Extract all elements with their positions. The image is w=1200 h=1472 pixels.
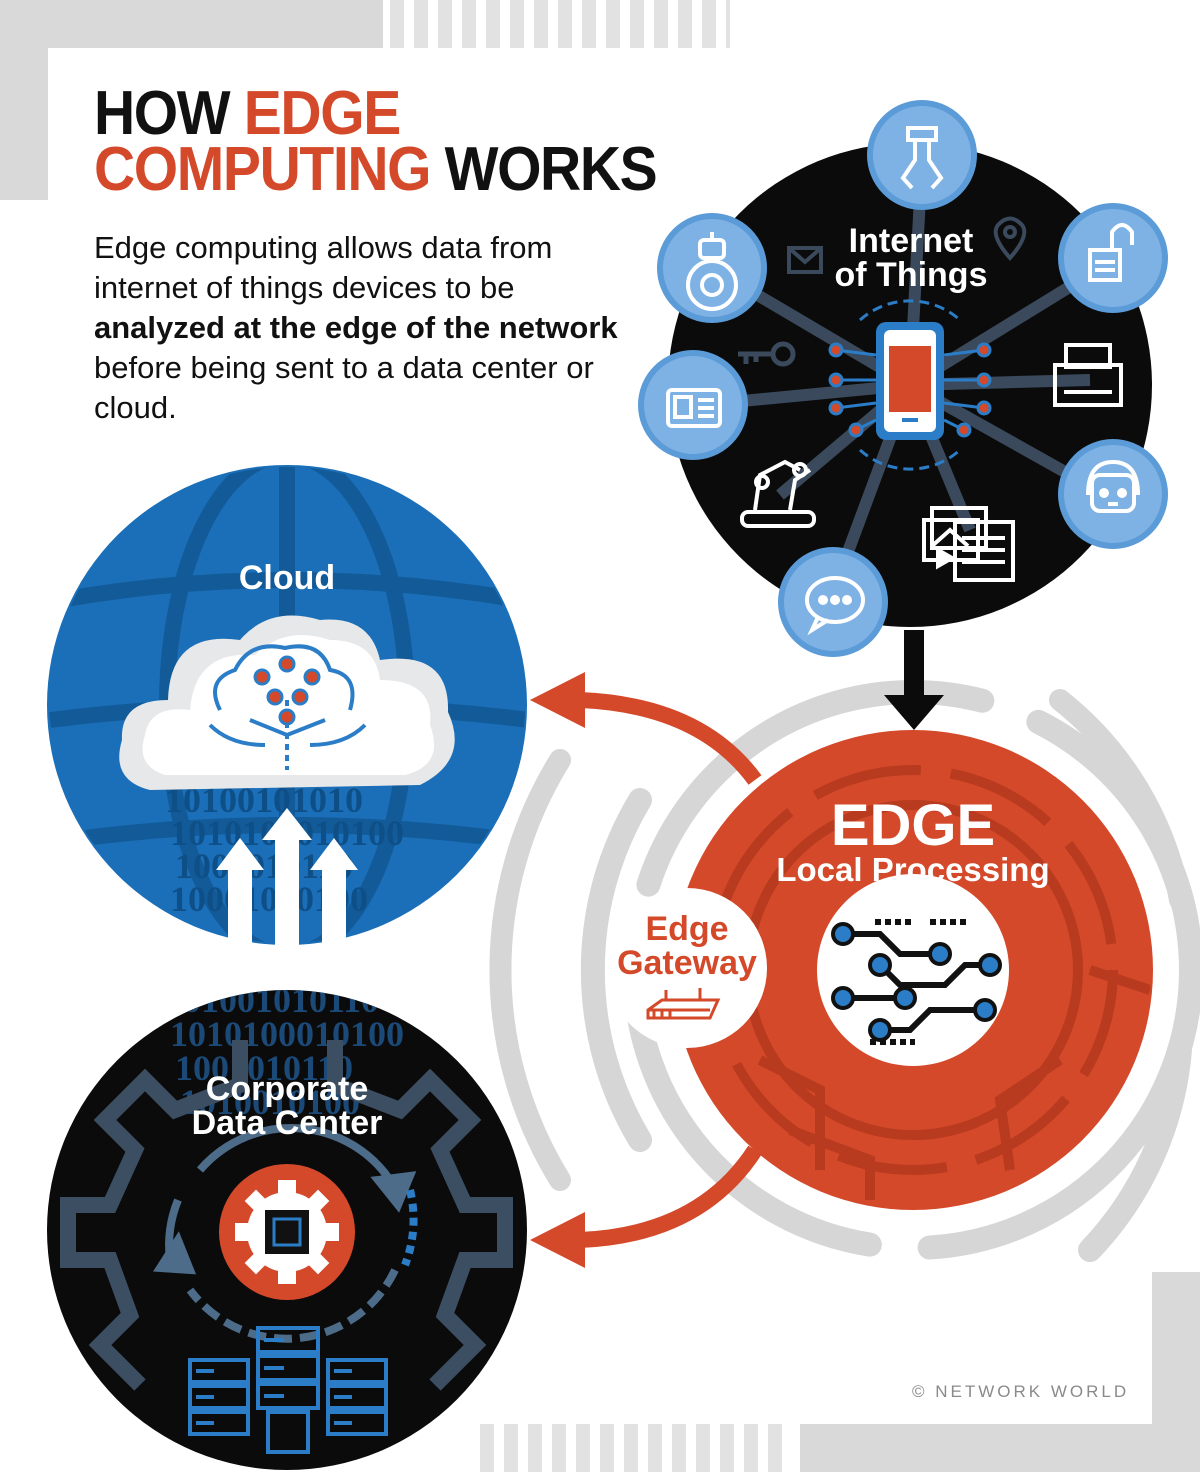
intro-paragraph: Edge computing allows data from internet… bbox=[94, 228, 654, 428]
copyright-notice: © NETWORK WORLD bbox=[912, 1382, 1130, 1401]
intro-text: Edge computing allows data from internet… bbox=[94, 230, 553, 305]
intro-text: before being sent to a data center or cl… bbox=[94, 350, 594, 425]
gear-chip-icon bbox=[219, 1164, 355, 1300]
edge-to-cloud-arrow bbox=[530, 672, 762, 785]
gateway-node bbox=[607, 888, 767, 1048]
edge-to-datacenter-arrow bbox=[530, 1145, 762, 1268]
location-pin-icon bbox=[993, 216, 1027, 262]
satellite-padlock bbox=[1058, 203, 1168, 313]
bg-block-top-left bbox=[0, 0, 48, 200]
title-accent: COMPUTING bbox=[94, 135, 432, 204]
title-accent: EDGE bbox=[243, 79, 402, 148]
bg-block-bottom-right bbox=[1152, 1272, 1200, 1472]
iot-node bbox=[638, 100, 1168, 657]
phone-pins bbox=[828, 342, 992, 438]
control-panel-icon bbox=[666, 388, 722, 428]
cloud-node: 10100101010 1010101010100 1001010110 100… bbox=[47, 465, 527, 945]
padlock-icon bbox=[1088, 223, 1134, 282]
mail-icon bbox=[787, 246, 823, 274]
title-plain: HOW bbox=[94, 79, 244, 148]
bg-stripes-top bbox=[390, 0, 730, 48]
satellite-robot bbox=[657, 213, 767, 323]
iot-label: Internet of Things bbox=[820, 224, 1002, 292]
datacenter-label-line: Data Center bbox=[191, 1104, 383, 1142]
gateway-label: Edge Gateway bbox=[612, 912, 762, 980]
smartphone-icon bbox=[876, 322, 944, 440]
cloud-label: Cloud bbox=[238, 559, 336, 597]
robot-arm-icon bbox=[900, 126, 944, 190]
robot-icon bbox=[686, 232, 738, 311]
chatbot-icon bbox=[1086, 459, 1140, 513]
bg-stripes-bottom bbox=[480, 1424, 790, 1472]
key-icon bbox=[738, 341, 796, 367]
assembly-robot-icon bbox=[740, 459, 816, 528]
datacenter-label: Corporate Data Center bbox=[172, 1072, 402, 1140]
edge-subtitle: Local Processing bbox=[776, 851, 1050, 888]
binary-line: 1010100010100 bbox=[170, 1014, 404, 1054]
chat-bubble-icon bbox=[805, 576, 865, 636]
bg-block-bottom bbox=[800, 1424, 1152, 1472]
iot-to-edge-arrow bbox=[884, 630, 944, 730]
router-icon bbox=[646, 988, 721, 1020]
iot-label-line: of Things bbox=[834, 256, 988, 294]
iot-label-line: Internet bbox=[848, 222, 974, 260]
binary-line: 1001010110 bbox=[175, 1048, 353, 1088]
page-title: HOW EDGE COMPUTING WORKS bbox=[94, 83, 658, 201]
bg-block-top bbox=[48, 0, 383, 48]
gateway-label-line: Gateway bbox=[617, 944, 757, 982]
title-plain: WORKS bbox=[430, 135, 658, 204]
circuit-network-icon bbox=[843, 919, 990, 1045]
upload-arrows-icon bbox=[216, 808, 358, 945]
satellite-chatbot bbox=[1058, 439, 1168, 549]
datacenter-label-line: Corporate bbox=[205, 1070, 369, 1108]
intro-bold: analyzed at the edge of the network bbox=[94, 310, 618, 345]
server-icon bbox=[188, 1326, 388, 1454]
satellite-robot-arm bbox=[867, 100, 977, 210]
media-icon bbox=[922, 506, 1015, 582]
cycle-arrows-icon bbox=[152, 1124, 418, 1343]
big-gear-icon bbox=[60, 1040, 513, 1391]
gateway-label-line: Edge bbox=[645, 910, 729, 948]
printer-icon bbox=[1053, 343, 1123, 407]
cloud-network-icon bbox=[119, 615, 455, 790]
datacenter-node: 101001010110 1010100010100 1001010110 10… bbox=[47, 990, 527, 1470]
edge-title: EDGE bbox=[830, 793, 996, 858]
phone-arcs bbox=[859, 299, 961, 471]
